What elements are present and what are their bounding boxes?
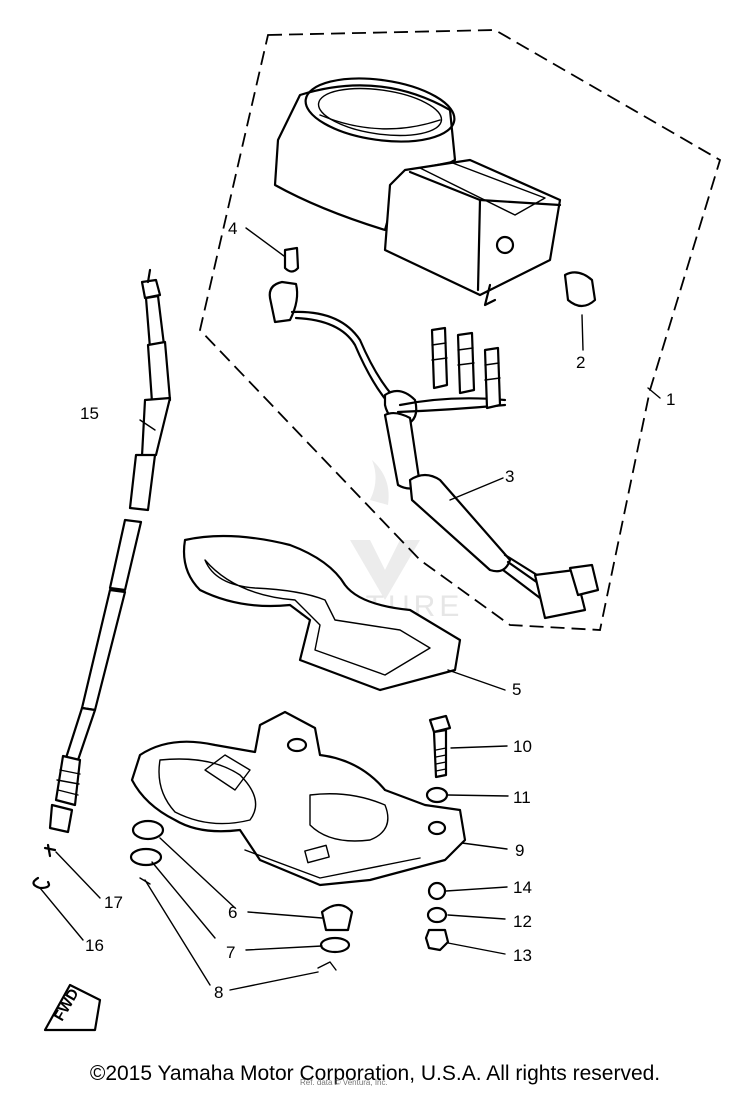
callout-11: 11 (513, 788, 531, 807)
callout-5: 5 (512, 680, 521, 699)
callout-3: 3 (505, 467, 514, 486)
assembly-boundary (199, 29, 722, 631)
meter-bracket (130, 710, 467, 887)
callout-4: 4 (228, 219, 237, 238)
left-hardware (129, 819, 354, 971)
wire-harness (268, 280, 600, 620)
callout-6: 6 (228, 903, 237, 922)
part-6-right (320, 903, 354, 932)
part-8-right (317, 961, 337, 971)
speedometer-cable (48, 268, 172, 834)
callout-15: 15 (80, 404, 99, 423)
part-16 (32, 876, 51, 890)
right-hardware-stack (424, 786, 450, 952)
callout-12: 12 (513, 912, 532, 931)
callout-10: 10 (513, 737, 532, 756)
callout-17: 17 (104, 893, 123, 912)
part-13 (424, 928, 450, 952)
leader-lines (39, 227, 661, 991)
callout-16: 16 (85, 936, 104, 955)
part-11 (425, 786, 449, 804)
bolt (428, 714, 452, 779)
copyright-notice: ©2015 Yamaha Motor Corporation, U.S.A. A… (89, 1062, 661, 1085)
fineprint: Ref. data © Ventura, Inc. (300, 1078, 388, 1087)
callout-13: 13 (513, 946, 532, 965)
part-7-left (129, 847, 163, 867)
bulb (283, 246, 300, 273)
part-7-right (319, 936, 351, 954)
part-6-left (131, 819, 165, 841)
fwd-arrow: FWD (43, 983, 102, 1032)
callout-9: 9 (515, 841, 524, 860)
meter-assembly (273, 77, 597, 308)
part-12 (426, 906, 448, 924)
part-14 (427, 881, 447, 901)
callout-8: 8 (214, 983, 223, 1002)
part-17 (43, 843, 57, 858)
callout-1: 1 (666, 390, 675, 409)
cushion (182, 534, 462, 692)
callout-7: 7 (226, 943, 235, 962)
callout-labels: 1 2 3 4 5 6 7 8 9 10 11 12 13 14 15 16 1… (80, 219, 675, 1002)
callout-14: 14 (513, 878, 532, 897)
clip-parts (32, 843, 57, 890)
callout-2: 2 (576, 353, 585, 372)
